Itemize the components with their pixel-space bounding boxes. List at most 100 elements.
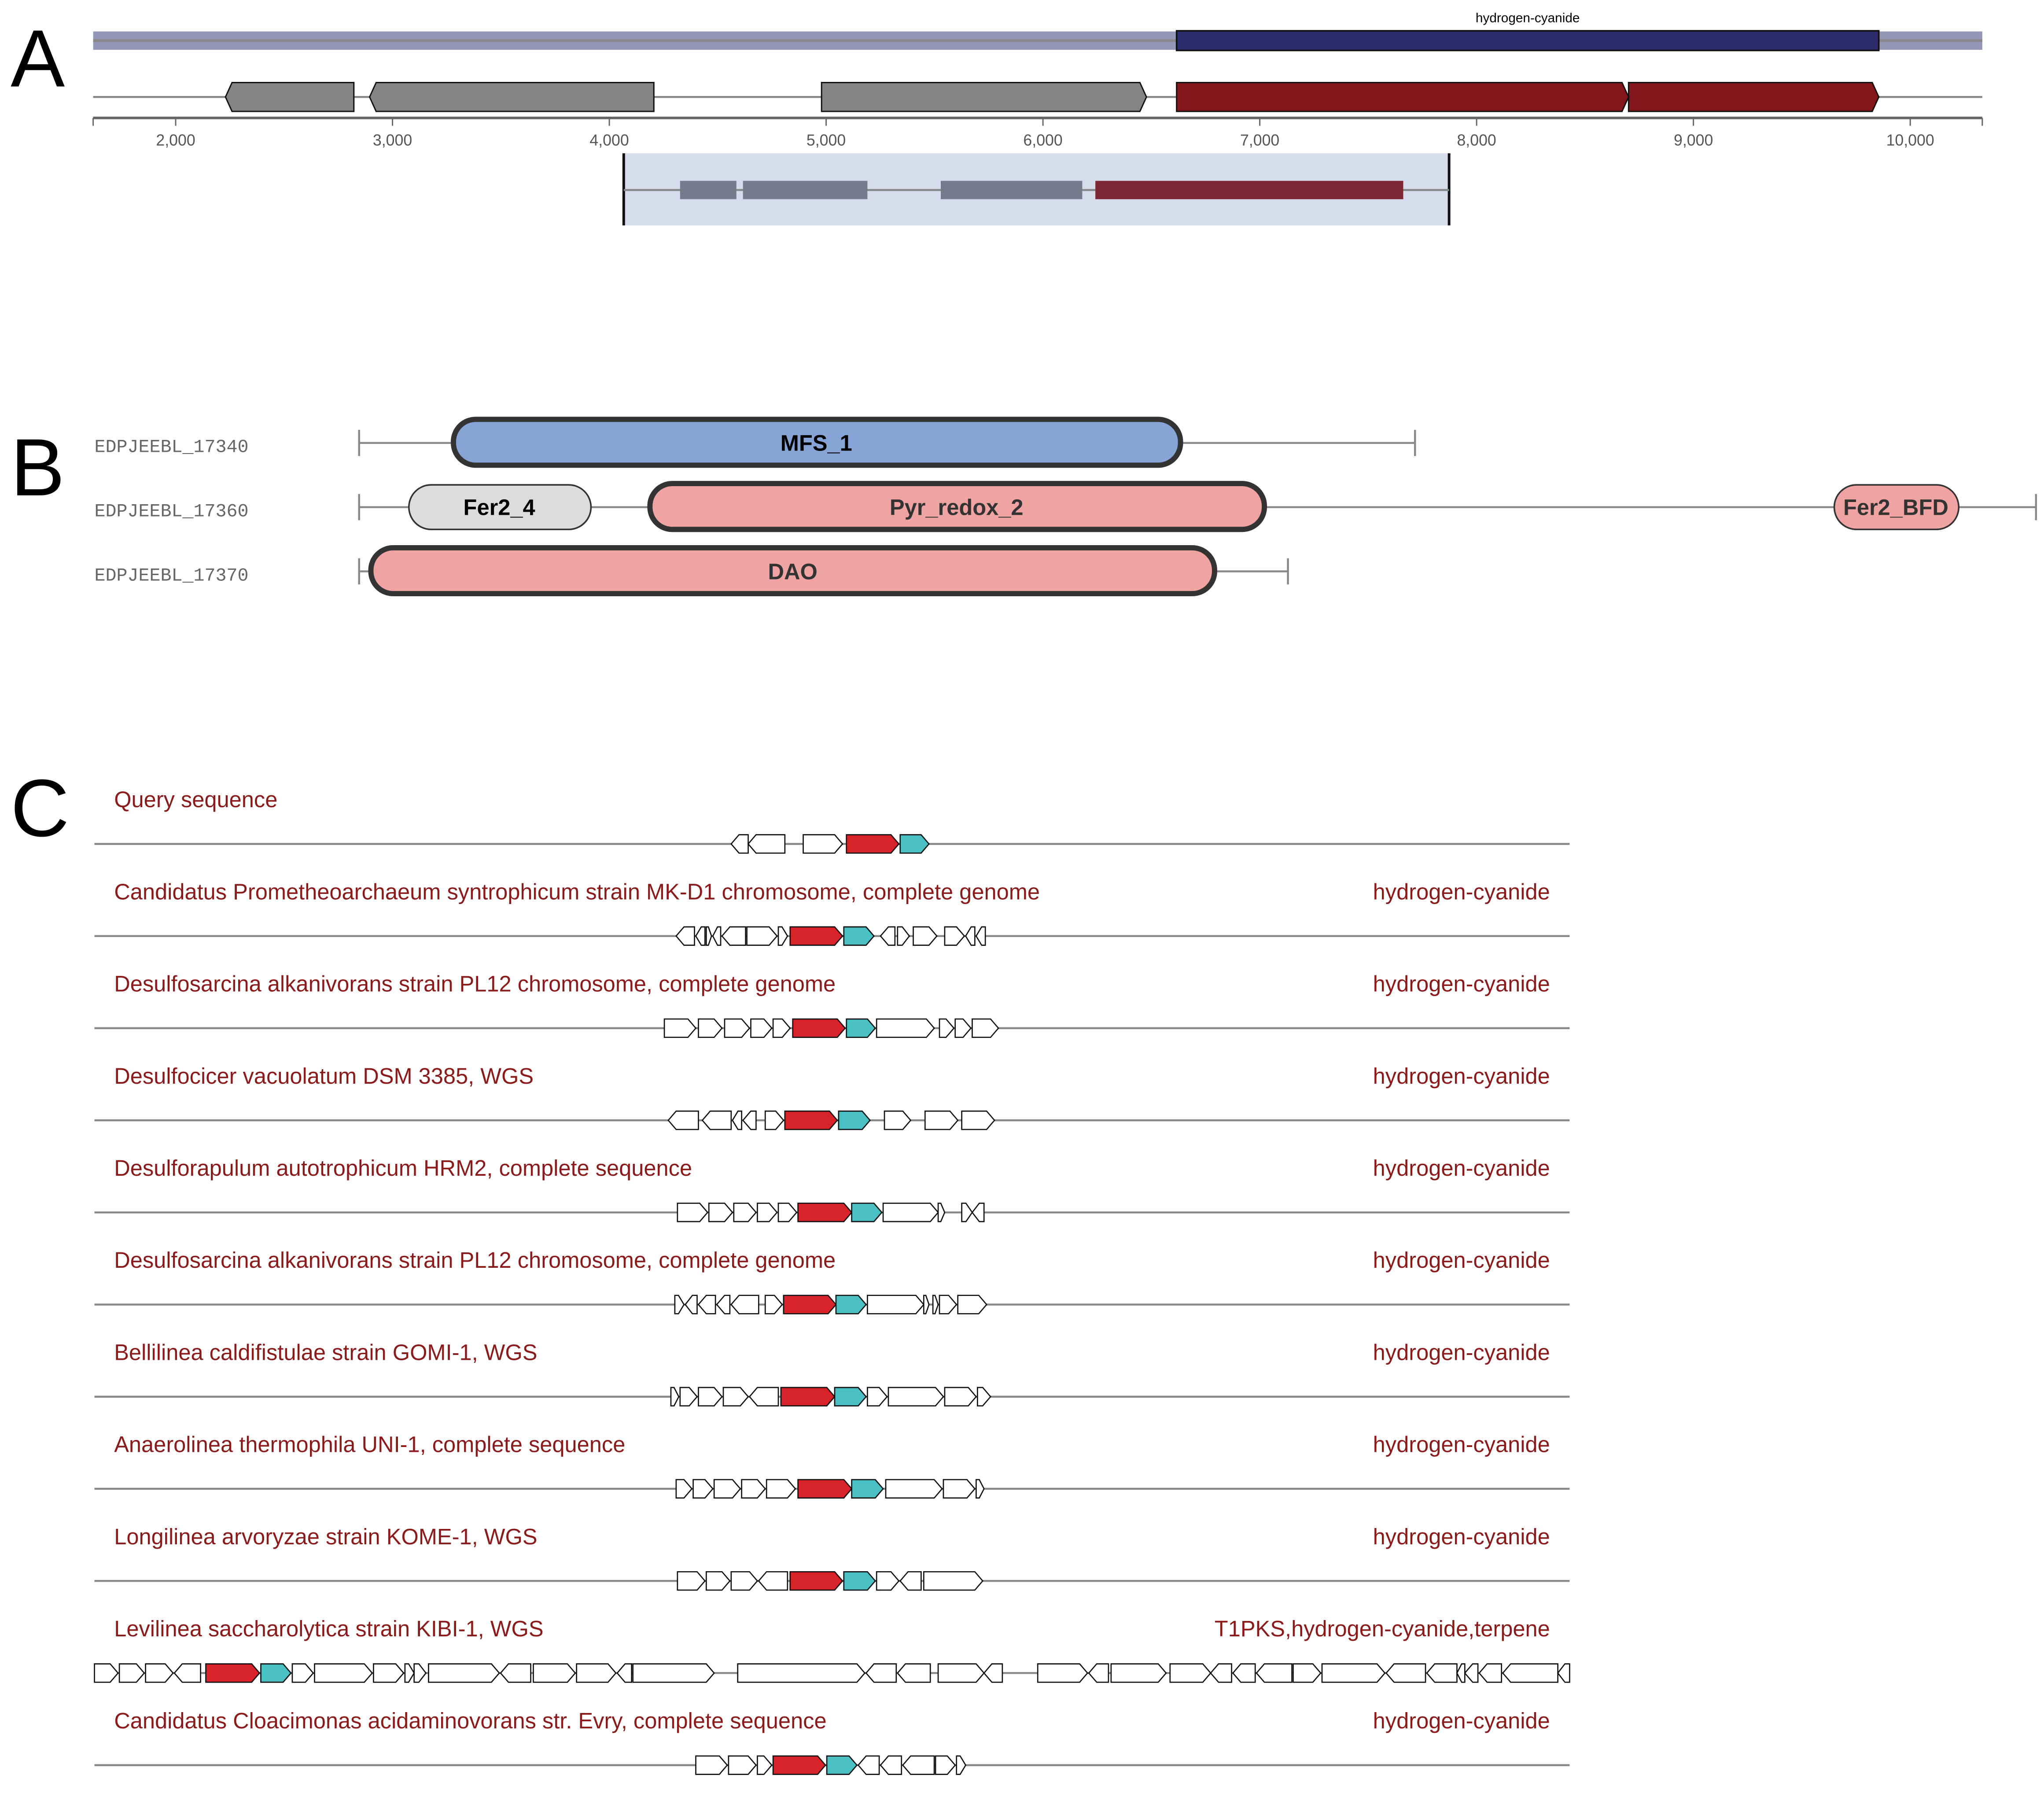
cyan-gene-arrow[interactable] (843, 926, 875, 946)
gene-arrow[interactable] (737, 1663, 866, 1683)
gene-arrow[interactable] (708, 1203, 733, 1222)
gene-arrow[interactable] (777, 1203, 798, 1222)
cluster-row[interactable]: Anaerolinea thermophila UNI-1, complete … (94, 1432, 1570, 1499)
gene-arrow[interactable] (897, 926, 910, 946)
cyan-gene-arrow[interactable] (838, 1110, 871, 1130)
gene-arrow[interactable] (679, 1387, 698, 1406)
cyan-gene-arrow[interactable] (260, 1663, 292, 1683)
gene-arrow[interactable] (730, 1295, 759, 1314)
gene-arrow[interactable] (368, 81, 655, 112)
domain-fer2-4[interactable]: Fer2_4 (408, 484, 592, 531)
gene-arrow[interactable] (1169, 1663, 1212, 1683)
gene-arrow[interactable] (1088, 1663, 1109, 1683)
gene-arrow[interactable] (880, 1755, 902, 1775)
gene-arrow[interactable] (732, 1110, 742, 1130)
gene-arrow[interactable] (1210, 1663, 1232, 1683)
gene-arrow[interactable] (954, 1018, 972, 1038)
gene-arrow[interactable] (675, 1479, 693, 1499)
gene-arrow[interactable] (1176, 81, 1629, 112)
cluster-row[interactable]: Levilinea saccharolytica strain KIBI-1, … (94, 1616, 1570, 1683)
cluster-name[interactable]: Desulfosarcina alkanivorans strain PL12 … (114, 971, 836, 997)
gene-arrow[interactable] (705, 1571, 731, 1591)
gene-arrow[interactable] (667, 1110, 699, 1130)
gene-arrow[interactable] (677, 1571, 706, 1591)
gene-arrow[interactable] (413, 1663, 427, 1683)
cyan-gene-arrow[interactable] (843, 1571, 876, 1591)
cluster-name[interactable]: Longilinea arvoryzae strain KOME-1, WGS (114, 1524, 537, 1549)
gene-arrow[interactable] (821, 81, 1147, 112)
cyan-gene-arrow[interactable] (846, 1018, 876, 1038)
gene-arrow[interactable] (777, 926, 788, 946)
gene-arrow[interactable] (698, 1387, 723, 1406)
gene-arrow[interactable] (1232, 1663, 1256, 1683)
cluster-row[interactable]: Candidatus Prometheoarchaeum syntrophicu… (94, 879, 1570, 946)
cluster-name[interactable]: Desulfosarcina alkanivorans strain PL12 … (114, 1248, 836, 1273)
domain-mfs-1[interactable]: MFS_1 (451, 417, 1183, 468)
gene-arrow[interactable] (957, 1295, 987, 1314)
gene-arrow[interactable] (663, 1018, 697, 1038)
gene-arrow[interactable] (975, 926, 986, 946)
gene-arrow[interactable] (965, 926, 976, 946)
gene-arrow[interactable] (880, 926, 896, 946)
gene-arrow[interactable] (695, 1755, 728, 1775)
core-gene-arrow[interactable] (797, 1203, 853, 1222)
gene-arrow[interactable] (225, 81, 355, 112)
gene-arrow[interactable] (701, 1110, 732, 1130)
gene-arrow[interactable] (764, 1110, 784, 1130)
gene-arrow[interactable] (913, 926, 938, 946)
gene-arrow[interactable] (733, 1203, 757, 1222)
gene-arrow[interactable] (976, 1387, 991, 1406)
gene-arrow[interactable] (1110, 1663, 1167, 1683)
gene-arrow[interactable] (865, 1663, 897, 1683)
gene-arrow[interactable] (897, 1663, 931, 1683)
gene-arrow[interactable] (939, 1018, 955, 1038)
gene-arrow[interactable] (876, 1018, 935, 1038)
gene-arrow[interactable] (173, 1663, 201, 1683)
gene-arrow[interactable] (291, 1663, 314, 1683)
cluster-row[interactable]: Bellilinea caldifistulae strain GOMI-1, … (94, 1340, 1570, 1406)
gene-arrow[interactable] (803, 834, 843, 854)
gene-arrow[interactable] (705, 926, 712, 946)
gene-arrow[interactable] (685, 1295, 698, 1314)
cluster-row[interactable]: Candidatus Cloacimonas acidaminovorans s… (94, 1708, 1570, 1775)
cluster-name[interactable]: Bellilinea caldifistulae strain GOMI-1, … (114, 1340, 537, 1365)
core-gene-arrow[interactable] (783, 1295, 837, 1314)
gene-arrow[interactable] (145, 1663, 174, 1683)
gene-arrow[interactable] (730, 834, 749, 854)
core-gene-arrow[interactable] (772, 1755, 826, 1775)
gene-arrow[interactable] (632, 1663, 715, 1683)
gene-arrow[interactable] (1628, 81, 1880, 112)
gene-arrow[interactable] (576, 1663, 617, 1683)
gene-arrow[interactable] (314, 1663, 373, 1683)
gene-arrow[interactable] (722, 1387, 749, 1406)
gene-arrow[interactable] (923, 1571, 983, 1591)
gene-arrow[interactable] (1557, 1663, 1570, 1683)
gene-arrow[interactable] (713, 1479, 741, 1499)
core-gene-arrow[interactable] (846, 834, 900, 854)
gene-arrow[interactable] (533, 1663, 576, 1683)
domain-dao[interactable]: DAO (368, 545, 1217, 597)
gene-arrow[interactable] (764, 1295, 783, 1314)
gene-arrow[interactable] (1385, 1663, 1426, 1683)
gene-arrow[interactable] (867, 1387, 888, 1406)
core-gene-arrow[interactable] (792, 1018, 846, 1038)
gene-arrow[interactable] (695, 926, 706, 946)
cyan-gene-arrow[interactable] (835, 1295, 867, 1314)
core-gene-arrow[interactable] (789, 1571, 843, 1591)
region-hydrogen-cyanide[interactable] (1175, 30, 1880, 52)
core-gene-arrow[interactable] (784, 1110, 838, 1130)
cyan-gene-arrow[interactable] (851, 1203, 883, 1222)
cyan-gene-arrow[interactable] (826, 1755, 858, 1775)
core-gene-arrow[interactable] (789, 926, 843, 946)
gene-arrow[interactable] (1293, 1663, 1322, 1683)
gene-arrow[interactable] (939, 1295, 958, 1314)
gene-arrow[interactable] (972, 1018, 999, 1038)
gene-arrow[interactable] (772, 1018, 791, 1038)
gene-arrow[interactable] (1478, 1663, 1503, 1683)
gene-arrow[interactable] (675, 926, 695, 946)
gene-arrow[interactable] (1502, 1663, 1558, 1683)
cluster-name[interactable]: Candidatus Prometheoarchaeum syntrophicu… (114, 879, 1040, 904)
gene-arrow[interactable] (1321, 1663, 1386, 1683)
